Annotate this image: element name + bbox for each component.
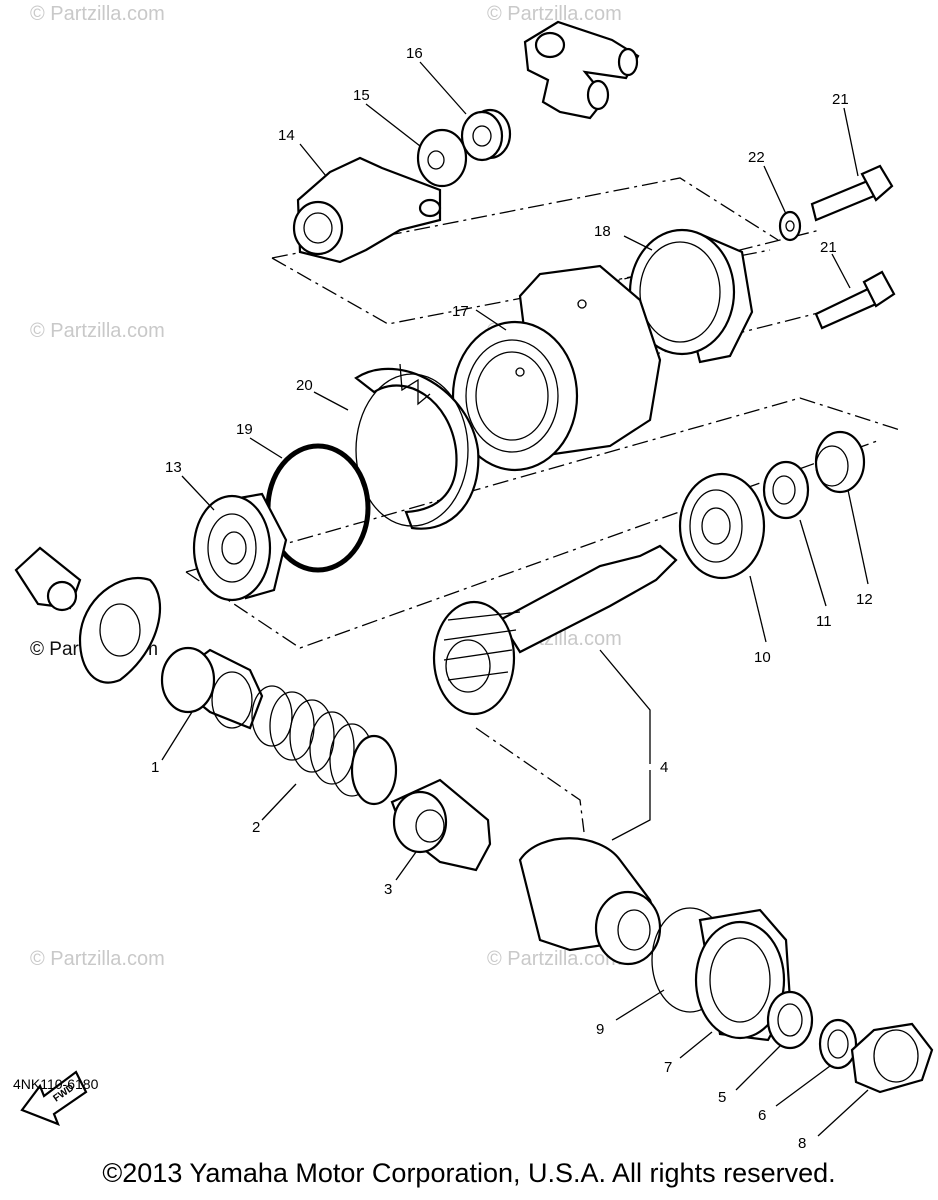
callout-20: 20 <box>296 377 313 394</box>
leader-lines <box>161 61 869 1137</box>
part-8-nut <box>850 1022 934 1094</box>
part-1-collar <box>160 646 264 730</box>
callout-7: 7 <box>664 1059 672 1076</box>
callout-19: 19 <box>236 421 253 438</box>
callout-8: 8 <box>798 1135 806 1152</box>
diagram-code: 4NK110-6180 <box>13 1076 99 1092</box>
part-6-lock-washer <box>818 1018 858 1070</box>
part-16-nut <box>460 108 512 162</box>
part-4-pinion-shaft <box>432 544 678 716</box>
callout-17: 17 <box>452 303 469 320</box>
callout-22: 22 <box>748 149 765 166</box>
copyright-notice: ©2013 Yamaha Motor Corporation, U.S.A. A… <box>102 1158 836 1188</box>
callout-21-upper: 21 <box>832 91 849 108</box>
callout-12: 12 <box>856 591 873 608</box>
callout-11: 11 <box>816 613 832 630</box>
fwd-arrow-icon: FWD <box>20 1070 88 1126</box>
watermark: © Partzilla.com <box>30 320 165 342</box>
watermark: © Partzilla.com <box>487 948 622 970</box>
part-12-collar <box>814 430 866 494</box>
part-10-bearing <box>678 472 766 580</box>
part-13-bearing <box>192 492 288 602</box>
callout-6: 6 <box>758 1107 766 1124</box>
callout-1: 1 <box>151 759 159 776</box>
callout-4: 4 <box>660 759 668 776</box>
callout-15: 15 <box>353 87 370 104</box>
watermark: © Partzilla.com <box>30 948 165 970</box>
part-21-bolt-upper <box>810 164 894 222</box>
part-7-bearing <box>694 908 792 1042</box>
watermark: © Partzilla.com <box>487 3 622 25</box>
drive-shaft-end <box>14 546 162 684</box>
callout-2: 2 <box>252 819 260 836</box>
universal-joint-cross <box>523 20 640 120</box>
callout-21-lower: 21 <box>820 239 837 256</box>
part-11-spacer <box>762 460 810 520</box>
callout-labels: 1 2 3 4 5 6 7 8 9 10 11 12 13 14 15 16 1… <box>151 45 873 1152</box>
watermark: © Partzilla.com <box>30 3 165 25</box>
watermarks: © Partzilla.com © Partzilla.com © Partzi… <box>30 3 622 970</box>
part-20-shim-plate <box>354 363 480 530</box>
callout-5: 5 <box>718 1089 726 1106</box>
part-17-bearing-housing <box>451 264 662 472</box>
part-2-spring <box>251 685 398 806</box>
part-18-retainer <box>628 228 754 364</box>
callout-9: 9 <box>596 1021 604 1038</box>
part-14-yoke <box>292 156 442 264</box>
callout-3: 3 <box>384 881 392 898</box>
part-4-ring-gear <box>518 837 662 966</box>
part-15-washer <box>416 128 468 188</box>
part-3-cam <box>390 778 492 872</box>
callout-13: 13 <box>165 459 182 476</box>
callout-10: 10 <box>754 649 771 666</box>
callout-14: 14 <box>278 127 295 144</box>
callout-18: 18 <box>594 223 611 240</box>
part-21-bolt-lower <box>814 270 896 330</box>
callout-16: 16 <box>406 45 423 62</box>
part-22-washer <box>778 210 802 242</box>
part-5-washer <box>766 990 814 1050</box>
